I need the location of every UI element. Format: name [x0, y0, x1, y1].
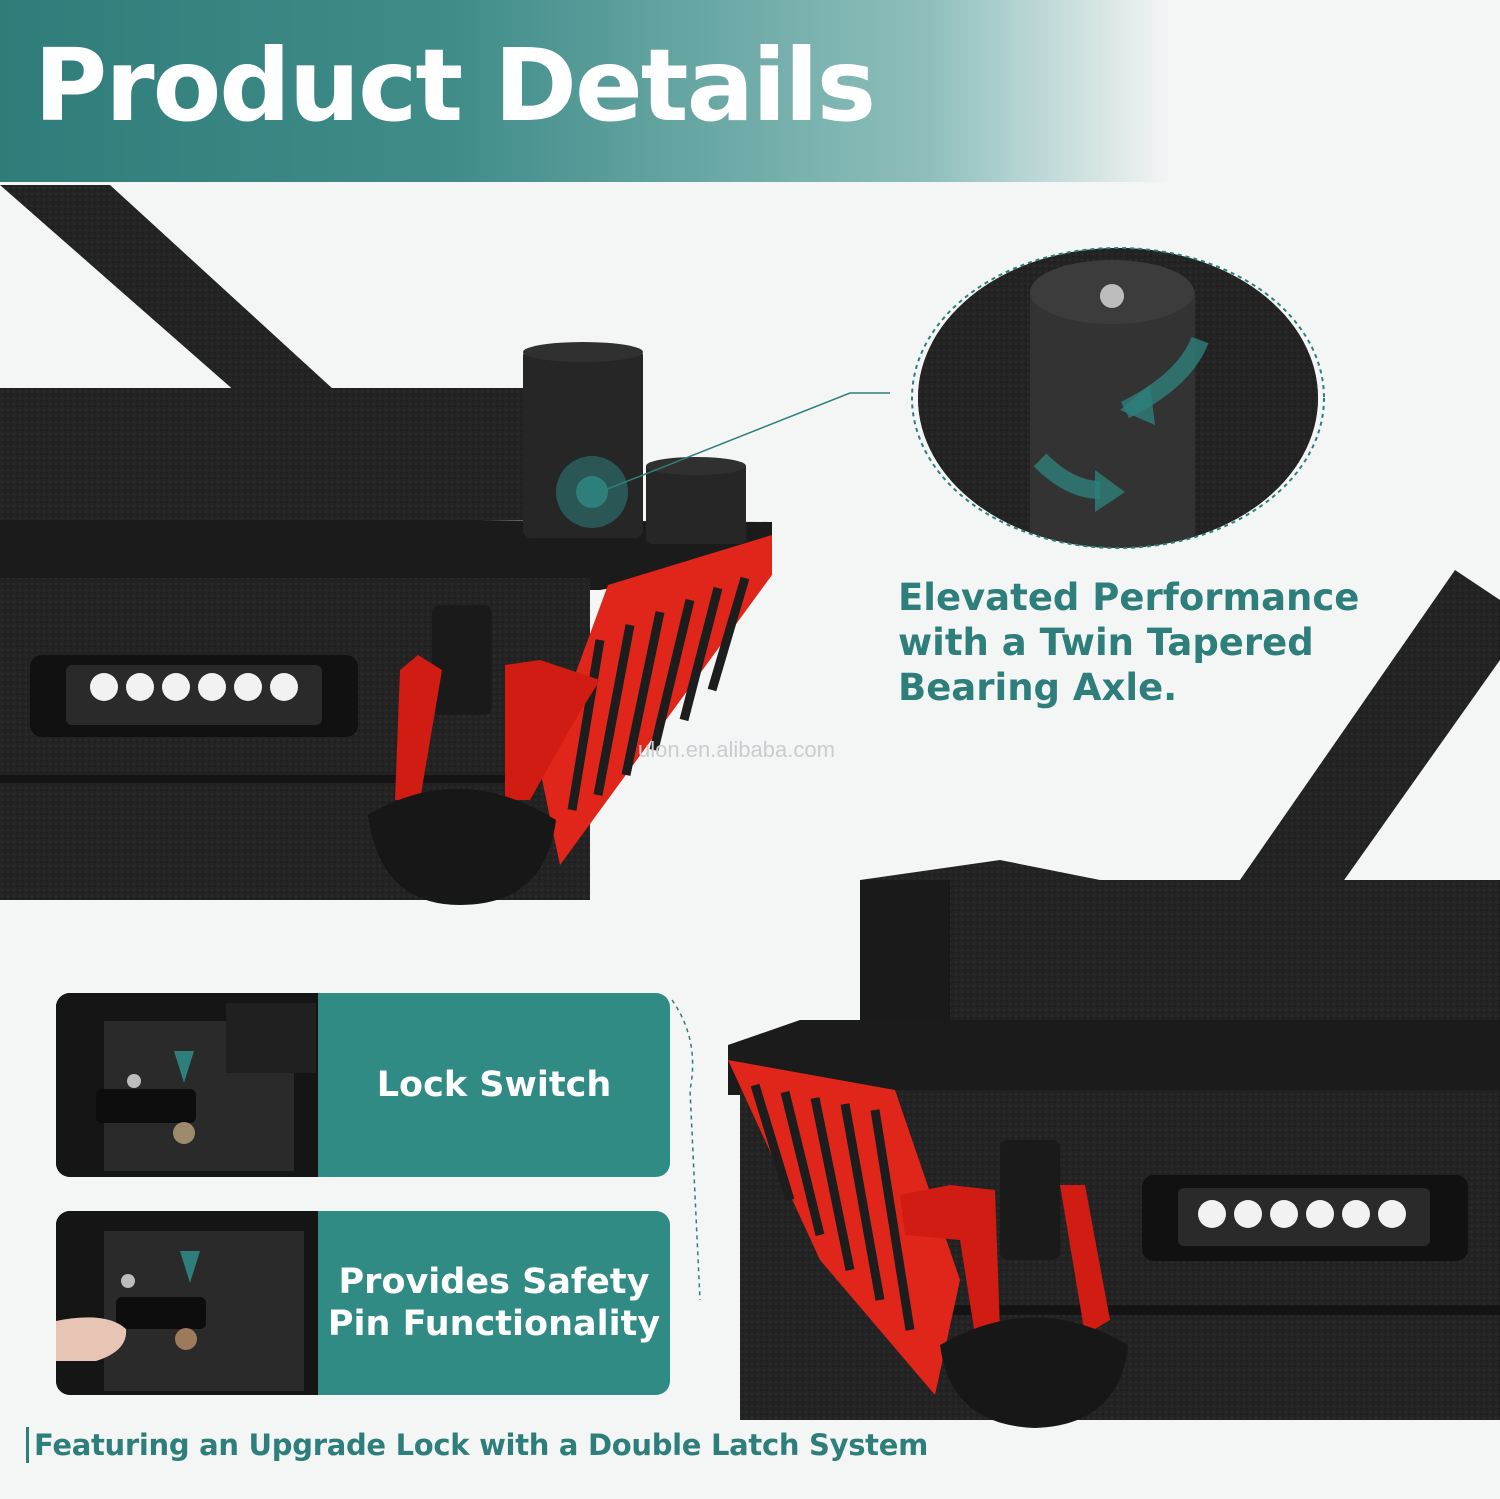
callout-line: with a Twin Tapered [898, 621, 1314, 664]
callout-line: Bearing Axle. [898, 666, 1178, 709]
feature-line: Provides Safety [338, 1262, 650, 1302]
header-banner: Product Details [0, 0, 1500, 182]
safety-pin-photo [56, 1211, 318, 1395]
callout-line: Elevated Performance [898, 576, 1360, 619]
d-ring-shackle [395, 655, 442, 800]
axle-callout: Elevated Performance with a Twin Tapered… [898, 575, 1438, 710]
feature-line: Lock Switch [376, 1065, 612, 1105]
feature-label: Provides Safety Pin Functionality [318, 1211, 670, 1395]
feature-line: Pin Functionality [327, 1304, 661, 1344]
bearing-zoom-view [599, 247, 1325, 549]
lock-switch-photo [56, 993, 318, 1177]
caption-text: Featuring an Upgrade Lock with a Double … [34, 1428, 929, 1462]
upper-bumper [0, 185, 772, 905]
feature-card-lock-switch: Lock Switch [56, 993, 670, 1177]
feature-label: Lock Switch [318, 993, 670, 1177]
page-title: Product Details [34, 27, 876, 144]
lower-bumper [728, 570, 1500, 1428]
footer-caption: Featuring an Upgrade Lock with a Double … [26, 1427, 929, 1465]
feature-card-safety-pin: Provides Safety Pin Functionality [56, 1211, 670, 1395]
watermark-text: ulon.en.alibaba.com [638, 737, 835, 762]
caption-accent-bar [26, 1427, 29, 1463]
